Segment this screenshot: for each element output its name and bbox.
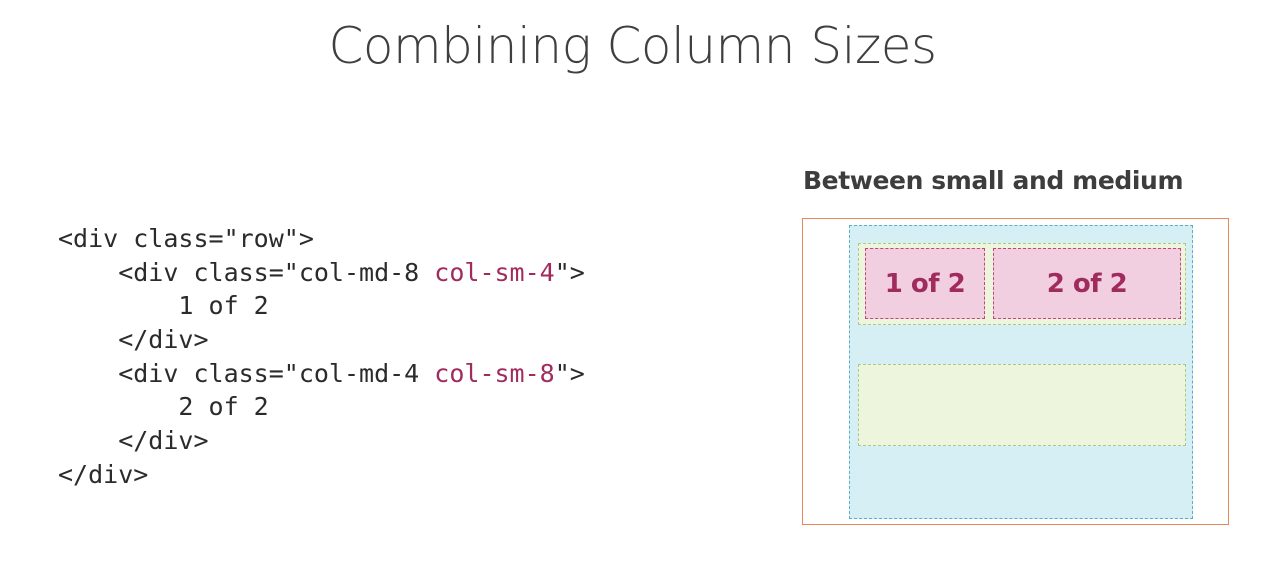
code-line-row-open: <div class="row"> — [58, 224, 314, 253]
code-line-col-second-close: </div> — [58, 426, 209, 456]
code-sample: <div class="row"> <div class="col-md-8 c… — [58, 222, 585, 492]
code-highlight-class: col-sm-4 — [434, 257, 555, 287]
code-highlight-class: col-sm-8 — [434, 358, 555, 388]
column-one-of-two: 1 of 2 — [865, 248, 985, 319]
column-two-of-two: 2 of 2 — [993, 248, 1181, 319]
code-line-col-first-open: <div class="col-md-8 col-sm-4"> — [58, 257, 585, 287]
row-box-first: 1 of 2 2 of 2 — [858, 243, 1186, 325]
slide-title: Combining Column Sizes — [328, 17, 937, 75]
demo-heading: Between small and medium — [803, 166, 1184, 195]
row-box-second — [858, 364, 1186, 446]
code-line-col-first-close: </div> — [58, 325, 209, 355]
code-line-col-second-content: 2 of 2 — [58, 392, 269, 422]
viewport-frame: 1 of 2 2 of 2 — [802, 218, 1229, 525]
container-box: 1 of 2 2 of 2 — [849, 225, 1193, 519]
code-line-col-first-content: 1 of 2 — [58, 291, 269, 321]
code-line-col-second-open: <div class="col-md-4 col-sm-8"> — [58, 358, 585, 388]
code-line-row-close: </div> — [58, 459, 149, 489]
